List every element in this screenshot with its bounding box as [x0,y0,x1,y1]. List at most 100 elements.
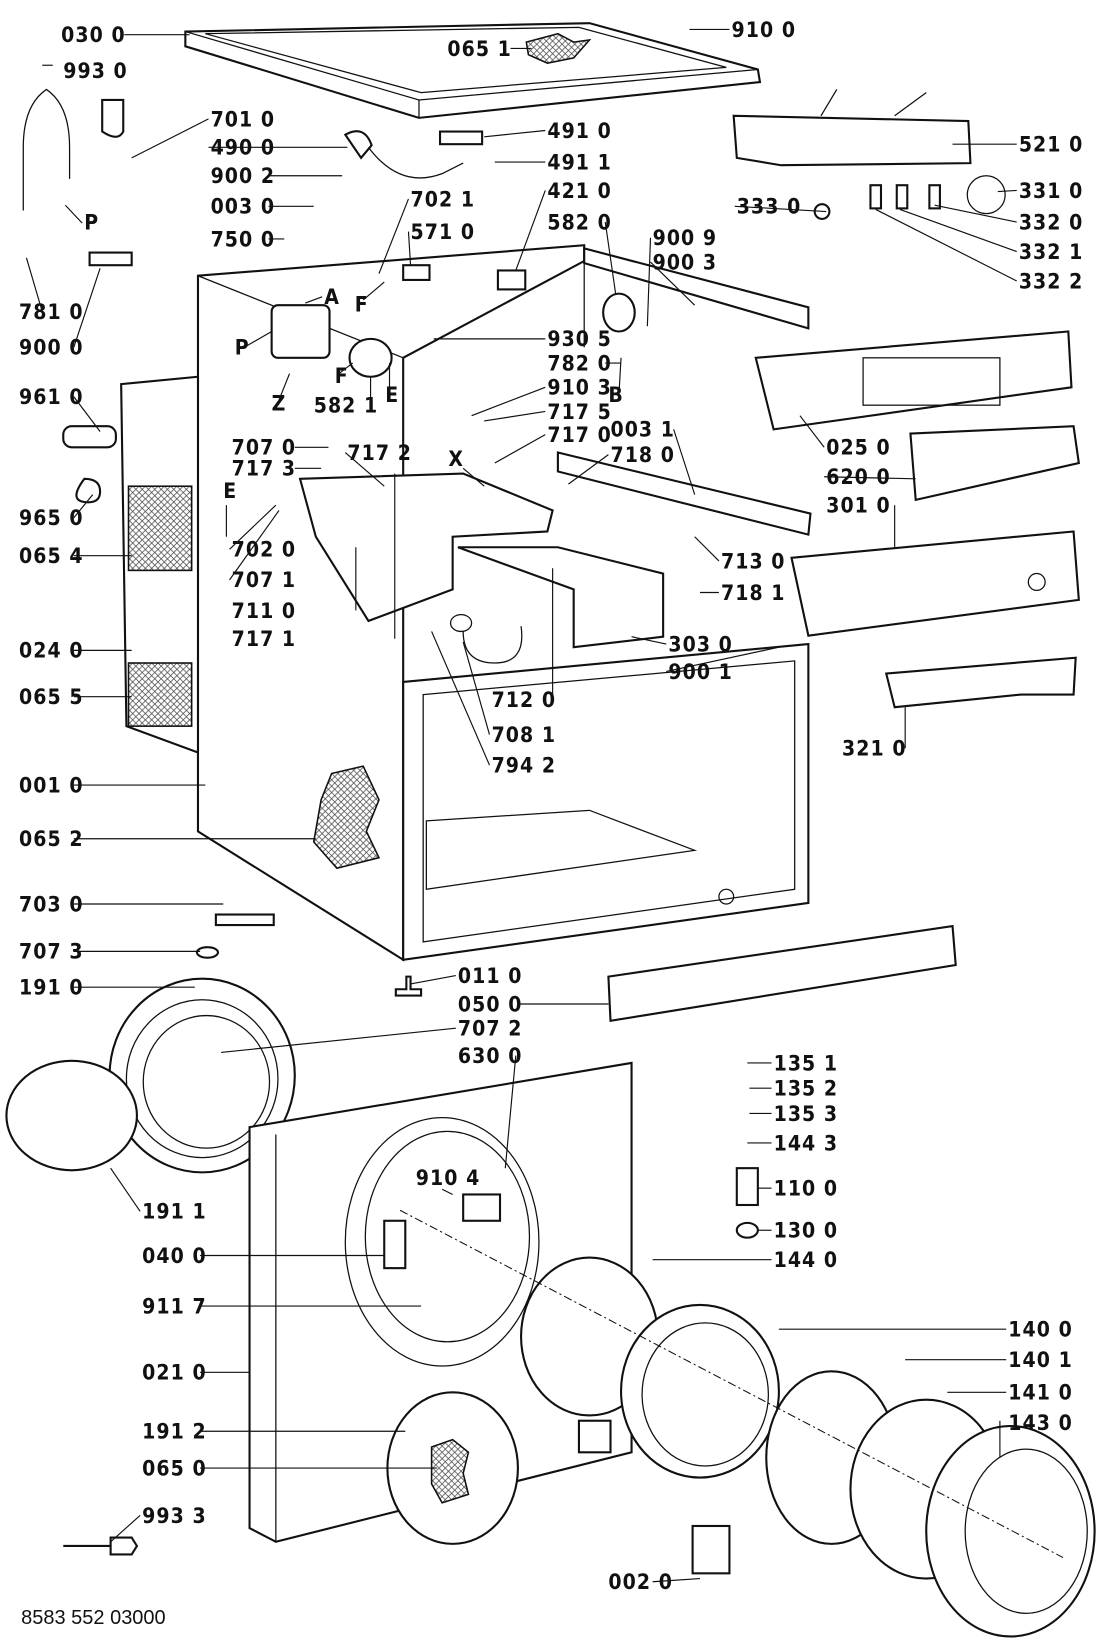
leader-line [229,504,277,550]
part-label: 030 0 [61,22,126,47]
part-label: 143 0 [1008,1410,1073,1435]
leader-line [875,208,1017,282]
part-label: 630 0 [458,1043,523,1068]
electronic-board-frame [754,330,1073,431]
part-label: 965 0 [19,505,84,530]
part-label: 717 5 [547,399,612,424]
part-label: 794 2 [492,752,557,777]
push-button [869,184,883,210]
door-hinge [383,1219,407,1270]
part-label: 718 1 [721,580,786,605]
part-label: 582 0 [547,209,612,234]
part-label: 717 2 [347,440,412,465]
part-label: 332 1 [1019,239,1084,264]
part-label: 040 0 [142,1243,207,1268]
leader-line [494,434,546,464]
seal-ring [195,946,220,959]
leader-line [344,452,385,487]
part-label: 144 0 [774,1247,839,1272]
leader-line [278,373,291,401]
part-label: 708 1 [492,722,557,747]
part-label: 011 0 [458,963,523,988]
part-label: A [324,284,340,309]
leader-line [462,467,485,487]
inlet-hose [22,88,71,211]
part-label: 930 5 [547,326,612,351]
leader-line [734,205,827,213]
leader-line [899,208,1017,253]
part-label: 110 0 [774,1176,839,1201]
programmer-module [732,89,972,167]
part-label: 961 0 [19,384,84,409]
part-label: 702 0 [232,537,297,562]
leader-line [362,281,385,301]
leader-line [604,221,617,295]
part-label: 331 0 [1019,178,1084,203]
seal-clamp-ring [5,1059,138,1172]
leader-line [462,641,491,735]
part-label: 993 3 [142,1503,207,1528]
leader-line [407,231,412,266]
part-label: 620 0 [826,464,891,489]
plinth [607,924,957,1023]
transport-bolt [62,425,117,449]
leader-line [694,536,720,562]
leader-line [73,494,94,519]
part-label: 332 2 [1019,268,1084,293]
leader-line [618,357,622,395]
part-label: 303 0 [668,631,733,656]
part-label: 702 1 [411,186,476,211]
spanner-tool [63,1536,139,1556]
part-label: 750 0 [211,226,276,251]
service-flap [691,1524,731,1575]
leader-line [378,198,409,274]
part-label: 490 0 [211,135,276,160]
control-panel-label [884,656,1077,709]
part-label: 025 0 [826,435,891,460]
part-label: 707 0 [232,435,297,460]
part-label: 050 0 [458,991,523,1016]
insulation-patch [525,32,592,64]
part-label: 701 0 [211,106,276,131]
hose-bracket [88,251,133,267]
part-label: 144 3 [774,1130,839,1155]
part-label: X [448,446,464,471]
rear-panel [120,375,200,754]
part-label: 911 7 [142,1293,207,1318]
part-label: 713 0 [721,548,786,573]
part-label: B [608,382,623,407]
leader-line [799,415,825,448]
push-button [895,184,909,210]
part-label: 065 1 [447,36,512,61]
part-label: E [223,478,237,503]
leader-line [652,1578,701,1583]
control-panel-fascia [790,530,1080,637]
part-label: 065 5 [19,684,84,709]
part-label: 900 3 [653,249,718,274]
door-lock [462,1193,502,1222]
door-seal [5,977,296,1174]
document-number: 8583 552 03000 [21,1607,165,1629]
leader-line [650,261,696,306]
door-latch [735,1167,759,1207]
leader-line [441,1188,453,1195]
leader-line [568,454,609,485]
part-label: 781 0 [19,299,84,324]
leader-line [431,631,491,766]
part-label: E [385,382,399,407]
part-label: 024 0 [19,638,84,663]
part-label: 140 1 [1008,1347,1073,1372]
leader-line [515,190,546,271]
part-label: 135 2 [774,1076,839,1101]
leader-line [305,296,323,304]
part-label: 910 3 [547,375,612,400]
part-label: 521 0 [1019,132,1084,157]
part-label: 717 1 [232,626,297,651]
part-label: 141 0 [1008,1380,1073,1405]
part-label: 707 2 [458,1016,523,1041]
leader-line [484,129,546,138]
part-label: 321 0 [842,736,907,761]
part-label: 021 0 [142,1360,207,1385]
front-panel [248,1061,633,1545]
